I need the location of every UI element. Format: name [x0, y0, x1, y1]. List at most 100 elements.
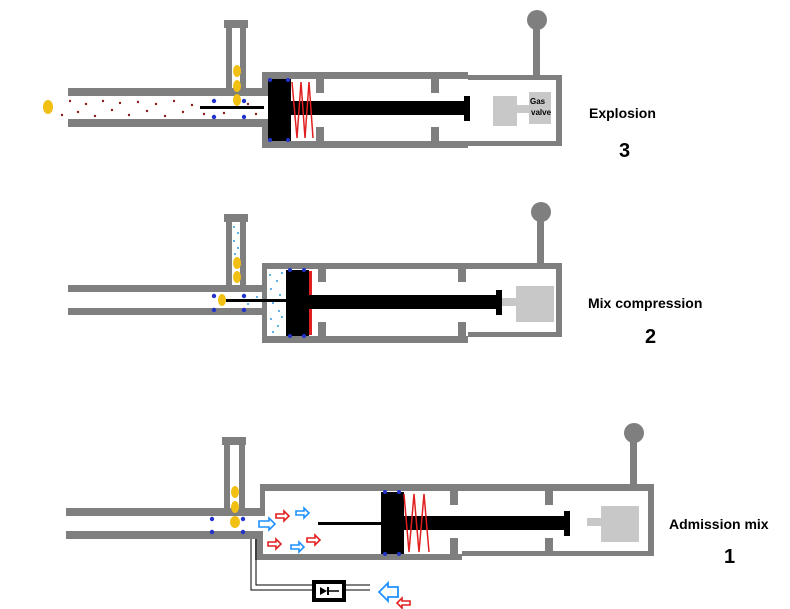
cylinder-left-wall	[262, 263, 267, 343]
flame-drop	[233, 94, 241, 106]
feed-tube-right-wall	[240, 222, 246, 286]
arrow-right-icon	[306, 533, 322, 547]
ignition-rod	[226, 299, 286, 302]
cylinder-left-wall-top	[260, 484, 265, 516]
rail-block-top-left	[450, 491, 458, 505]
exhaust-pipe-top-wall	[66, 508, 262, 516]
check-valve	[312, 580, 346, 602]
stage-number-explosion: 3	[619, 140, 630, 162]
piston-head	[268, 79, 291, 141]
rail-block-bottom-left	[318, 322, 326, 336]
arrow-right-icon	[295, 506, 311, 520]
lever-rod	[537, 212, 544, 264]
seal-dots	[211, 268, 306, 338]
gas-valve-label-line2: valve	[531, 108, 552, 117]
cylinder-left-wall-bottom	[262, 119, 268, 148]
gas-valve-plate	[529, 92, 551, 124]
seal-dots	[211, 78, 290, 142]
piston-rod	[309, 295, 498, 309]
spring	[291, 81, 314, 139]
lever-rod	[533, 20, 540, 76]
arrow-right-icon	[267, 537, 283, 551]
stage-title-explosion: Explosion	[589, 105, 656, 121]
piston-rod-end	[464, 96, 470, 121]
flame-drop	[233, 257, 241, 269]
cylinder-bottom-wall-right	[468, 332, 562, 337]
flame-drop	[233, 271, 241, 283]
arrow-right-icon	[290, 540, 306, 554]
feed-tube-cap	[222, 437, 246, 445]
exhaust-pipe-top-wall	[68, 285, 264, 292]
flame-drop	[230, 516, 240, 528]
feed-tube-left-wall	[226, 28, 232, 88]
piston-rod-end	[496, 290, 502, 315]
piston-rod	[404, 516, 566, 530]
cylinder-bottom-wall	[262, 141, 468, 148]
cylinder-right-wall	[648, 484, 654, 556]
cylinder-top-wall	[262, 72, 468, 79]
gas-valve-stem	[587, 518, 601, 526]
rail-block-top-right	[545, 491, 553, 505]
seal-dots	[209, 490, 401, 556]
cylinder-top-wall	[260, 484, 654, 491]
intake-duct	[250, 539, 370, 591]
rail-block-top-right	[458, 269, 466, 282]
stage-admission: Admission mix 1	[66, 423, 769, 609]
rail-block-top-left	[318, 269, 326, 282]
lever-knob	[527, 10, 547, 30]
gas-valve-plate	[601, 506, 639, 542]
cylinder-top-wall	[262, 263, 562, 269]
flame-drop	[218, 294, 226, 306]
rail-block-top-right	[431, 79, 439, 93]
feed-tube-right-wall	[239, 445, 245, 509]
cylinder-bottom-wall-right	[468, 141, 561, 146]
inflow-arrows	[258, 506, 322, 554]
stage-title-admission: Admission mix	[669, 516, 769, 532]
gas-valve-stem	[502, 298, 516, 306]
stage-compression: Mix compression 2	[68, 202, 702, 348]
cylinder-left-wall-top	[262, 72, 268, 96]
gas-valve-block	[493, 96, 517, 126]
cylinder-right-wall	[556, 263, 562, 337]
rail-block-bottom-left	[316, 127, 324, 141]
cylinder-bottom-wall	[260, 554, 462, 560]
feed-tube-cap	[224, 214, 248, 222]
cylinder-top-wall-right	[468, 75, 561, 80]
exhaust-pipe-bottom-wall	[68, 119, 264, 127]
rail-block-bottom-right	[545, 538, 553, 552]
arrow-left-icon	[377, 580, 399, 604]
gas-valve-stem	[517, 105, 529, 113]
arrow-left-icon	[395, 596, 411, 609]
feed-tube-right-wall	[240, 28, 246, 88]
stage-explosion: Gas valve Explosion 3	[43, 10, 656, 162]
lever-knob	[531, 202, 551, 222]
cylinder-bottom-wall-right	[462, 551, 654, 556]
flame-drop	[231, 501, 239, 513]
feed-tube-left-wall	[224, 445, 230, 509]
cylinder-bottom-wall	[262, 336, 468, 343]
flame-drop	[233, 65, 241, 77]
feed-tube-cap	[224, 20, 248, 28]
fuel-particles	[60, 99, 258, 118]
gas-valve-plate	[516, 286, 554, 322]
flame-drop	[233, 80, 241, 92]
feed-tube-left-wall	[226, 222, 232, 286]
gas-valve-label-line1: Gas	[530, 97, 546, 106]
rail-block-top-left	[316, 79, 324, 93]
spring	[403, 493, 430, 553]
exhaust-pipe-bottom-wall	[68, 308, 264, 315]
exhaust-pipe-top-wall	[68, 88, 264, 96]
piston-head	[286, 270, 309, 336]
flame-drop	[231, 486, 239, 498]
lever-knob	[624, 423, 644, 443]
piston-rod	[291, 101, 466, 115]
ignition-rod	[318, 522, 381, 525]
stage-title-compression: Mix compression	[588, 295, 702, 311]
rail-block-bottom-left	[450, 538, 458, 554]
piston-rod-end	[564, 511, 570, 536]
exhaust-pipe-bottom-wall	[66, 531, 262, 539]
arrow-right-icon	[275, 509, 291, 523]
ignition-rod	[200, 106, 264, 109]
piston-head	[381, 492, 404, 554]
